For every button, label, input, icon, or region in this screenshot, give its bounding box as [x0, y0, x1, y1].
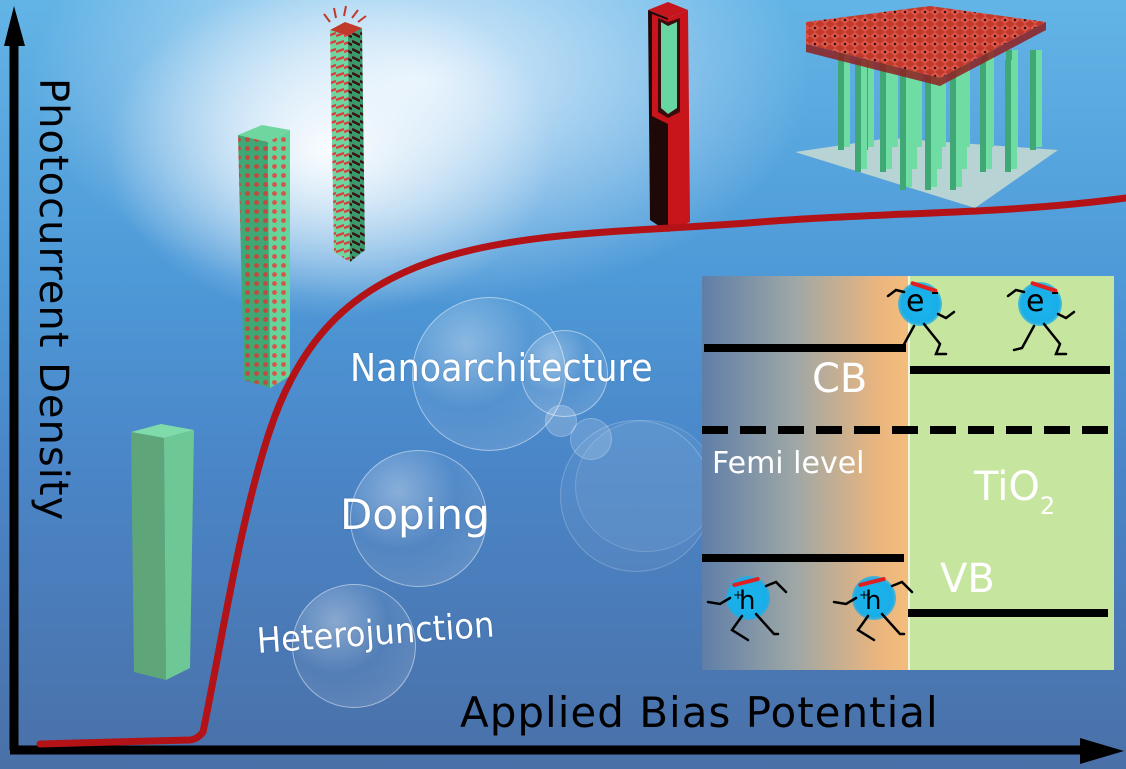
nanorod-array: [795, 6, 1058, 208]
hole-character: + h: [726, 576, 770, 620]
nanorod-pillar-face: [861, 60, 867, 169]
x-axis: [10, 738, 1124, 764]
nanorod-pillar-face: [961, 60, 967, 169]
nanorod-pillar: [880, 60, 886, 172]
cb-level-left: [704, 344, 906, 352]
y-axis-label: Photocurrent Density: [30, 78, 76, 522]
hole-limbs: [832, 580, 914, 642]
nanorod-pillar-face: [986, 60, 992, 169]
nanorod-pillar: [1005, 60, 1011, 172]
minus-sign-icon: [932, 292, 938, 294]
hole-character: + h: [852, 576, 896, 620]
vb-level-tio2: [908, 609, 1108, 617]
bubble-small: [521, 330, 608, 417]
electron-limbs: [1006, 288, 1076, 356]
framework-layers: [806, 6, 1046, 78]
tio2-region: [908, 276, 1114, 670]
nanorod-pillar: [1030, 50, 1036, 150]
electron-character: e: [1018, 280, 1062, 326]
fermi-level-line: [702, 426, 1112, 434]
band-diagram: CB Femi level TiO2 VB e e + h + h: [702, 276, 1114, 670]
nanorod-pillar-face: [916, 50, 922, 147]
nanorod-pillar: [900, 70, 906, 190]
strategy-label-nanoarchitecture: Nanoarchitecture: [350, 346, 653, 390]
nanorod-pillar-face: [956, 70, 962, 187]
y-axis: [4, 6, 25, 750]
y-axis-arrow-icon: [4, 6, 25, 46]
bubble-heterojunction: [292, 584, 416, 708]
x-axis-arrow-icon: [1080, 738, 1124, 764]
nanorod-pillar: [838, 50, 844, 150]
nanorod-pillar-face: [868, 50, 874, 147]
core-shell-nanorod: [648, 2, 690, 232]
branch-tips: [323, 5, 367, 23]
plus-sign-icon: +: [859, 588, 870, 602]
electron-symbol: e: [906, 284, 925, 319]
electron-symbol: e: [1026, 284, 1045, 319]
photocurrent-curve: [36, 194, 1126, 748]
minus-sign-icon: [1052, 292, 1058, 294]
tio2-label: TiO2: [974, 464, 1055, 520]
character-limbs: [706, 288, 1076, 642]
cb-level-tio2: [910, 366, 1110, 374]
nanorod-pillar: [855, 60, 861, 172]
nanorod-pillar-face: [940, 50, 946, 147]
bubble-doping: [350, 450, 487, 587]
nanorod-pillar-face: [906, 70, 912, 187]
rod-array: [838, 50, 1042, 190]
cb-label: CB: [812, 356, 868, 402]
nanorod-pillar: [925, 70, 931, 190]
nanorod-pillar-face: [931, 70, 937, 187]
strategy-label-doping: Doping: [340, 490, 490, 539]
nanorod-pillar: [950, 70, 956, 190]
hole-limbs: [706, 580, 788, 642]
nanorod-pillar-face: [911, 60, 917, 169]
fermi-level-label: Femi level: [712, 446, 865, 481]
vb-level-left: [702, 554, 904, 562]
tio2-text: TiO: [974, 464, 1040, 510]
nanorod-pillar-face: [1036, 50, 1042, 147]
plus-sign-icon: +: [733, 588, 744, 602]
nanorod-pillar: [980, 60, 986, 172]
doped-nanorod: [238, 125, 290, 388]
nanorod-pillar-face: [844, 50, 850, 147]
bare-nanorod: [131, 424, 194, 680]
nanorod-pillar-face: [1011, 60, 1017, 169]
lens-flare-dot: [570, 418, 612, 460]
hole-symbol: h: [739, 586, 756, 616]
electron-limbs: [886, 288, 956, 356]
hole-symbol: h: [865, 586, 882, 616]
x-axis-label: Applied Bias Potential: [460, 688, 939, 737]
tio2-subscript: 2: [1039, 492, 1056, 520]
branched-nanorod: [323, 5, 367, 262]
vb-label: VB: [940, 556, 995, 602]
electron-character: e: [898, 280, 942, 326]
nanorod-pillar-face: [936, 60, 942, 169]
nanorod-pillar-face: [892, 50, 898, 147]
nanorod-pillar-face: [886, 60, 892, 169]
